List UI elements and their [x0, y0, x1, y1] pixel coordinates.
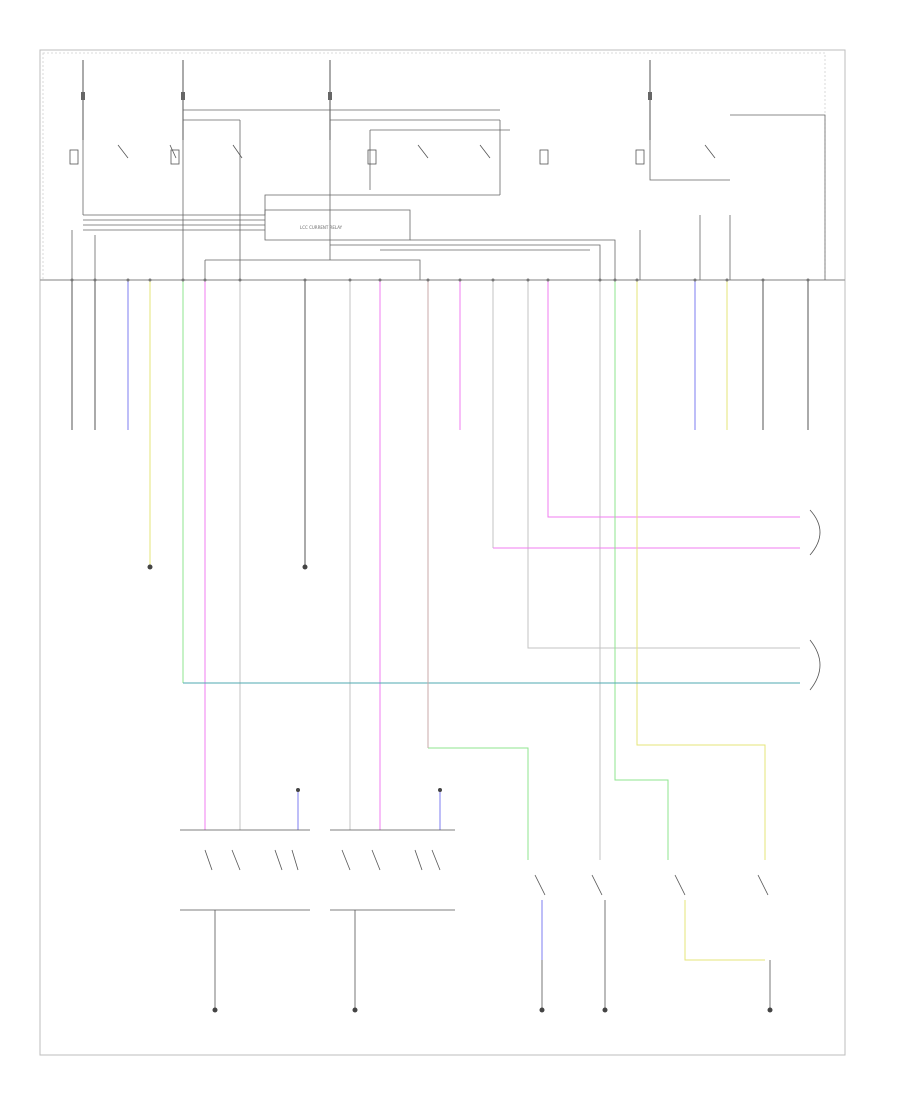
green-wires	[182, 280, 669, 860]
fuse-box	[42, 52, 826, 281]
gray-wires	[239, 280, 800, 860]
black-wires	[71, 280, 809, 565]
fuse-drops	[82, 60, 651, 140]
right-connectors	[809, 509, 821, 691]
pink-wires	[204, 280, 800, 830]
connector-pins	[70, 278, 810, 282]
ground-terminals	[147, 564, 773, 1013]
fuse-symbols	[81, 92, 652, 100]
bus-label: LCC CURRENT RELAY	[300, 225, 343, 230]
internal-busses	[71, 109, 826, 280]
blue-wires	[127, 280, 696, 960]
yellow-wires	[149, 280, 766, 961]
relay-switches	[69, 144, 716, 165]
diagram-frame	[39, 49, 846, 1056]
lower-switch-banks	[180, 829, 771, 1010]
